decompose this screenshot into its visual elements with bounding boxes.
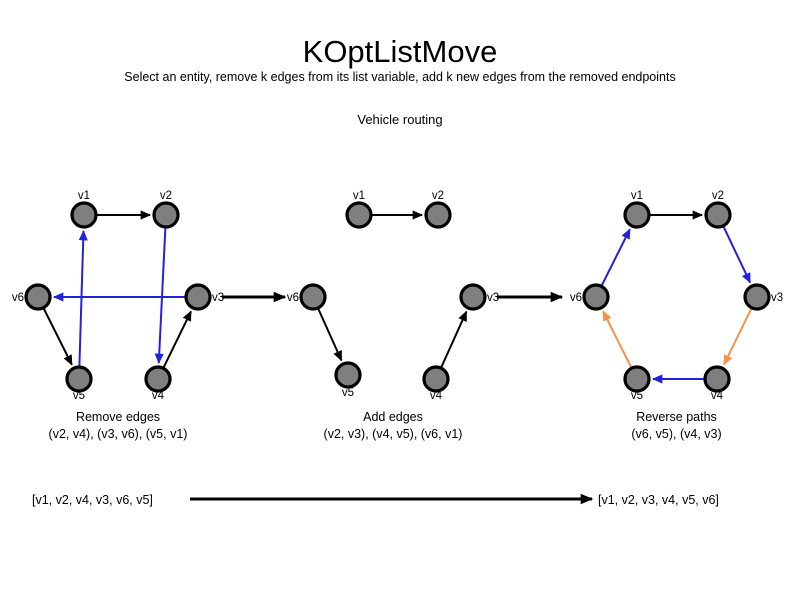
after-list-label: [v1, v2, v3, v4, v5, v6] [598, 493, 719, 507]
panel-remove-edge-v4-v3 [162, 310, 192, 368]
panel-reverse-node-v6[interactable]: v6 [570, 283, 610, 311]
panel-reverse-node-v5[interactable]: v5 [623, 365, 651, 402]
node-label-v2: v2 [160, 190, 172, 202]
panel-add-node-v5[interactable]: v5 [334, 361, 362, 399]
node-circle-v4[interactable] [703, 365, 731, 393]
node-circle-v3[interactable] [743, 283, 771, 311]
node-label-v3: v3 [212, 292, 224, 304]
node-circle-v6[interactable] [299, 283, 327, 311]
panel-remove-edge-v5-v1 [78, 229, 88, 367]
node-circle-v6[interactable] [24, 283, 52, 311]
panel-add-node-v4[interactable]: v4 [422, 365, 450, 402]
panel-add-node-v6[interactable]: v6 [287, 283, 327, 311]
node-label-v2: v2 [712, 190, 724, 202]
panel-reverse-caption-edges: (v6, v5), (v4, v3) [631, 427, 721, 441]
node-circle-v4[interactable] [422, 365, 450, 393]
node-circle-v3[interactable] [184, 283, 212, 311]
panel-remove-node-v3[interactable]: v3 [184, 283, 224, 311]
panel-reverse-node-v3[interactable]: v3 [743, 283, 783, 311]
node-circle-v1[interactable] [70, 201, 98, 229]
panel-remove-node-v5[interactable]: v5 [65, 365, 93, 402]
panel-add-node-v3[interactable]: v3 [459, 283, 499, 311]
panel-reverse-edge-v3-v4 [723, 308, 753, 366]
node-circle-v2[interactable] [704, 201, 732, 229]
node-circle-v5[interactable] [334, 361, 362, 389]
node-label-v6: v6 [287, 292, 299, 304]
node-label-v1: v1 [353, 190, 365, 202]
panel-reverse-caption-title: Reverse paths [636, 410, 717, 424]
node-label-v5: v5 [342, 387, 354, 399]
before-list-label: [v1, v2, v4, v3, v6, v5] [32, 493, 153, 507]
panel-remove-node-v6[interactable]: v6 [12, 283, 52, 311]
panel-add-edge-v4-v3 [440, 310, 468, 368]
node-circle-v2[interactable] [424, 201, 452, 229]
panel-reverse-node-v4[interactable]: v4 [703, 365, 731, 402]
node-label-v1: v1 [78, 190, 90, 202]
node-circle-v1[interactable] [623, 201, 651, 229]
panel-reverse-node-v2[interactable]: v2 [704, 190, 732, 229]
panel-add-caption-title: Add edges [363, 410, 423, 424]
node-circle-v6[interactable] [582, 283, 610, 311]
panel-remove-edge-v2-v4 [154, 227, 167, 365]
node-label-v4: v4 [711, 390, 724, 402]
node-label-v3: v3 [771, 292, 783, 304]
panel-reverse-edge-v6-v1 [600, 228, 631, 286]
panel-remove-caption-title: Remove edges [76, 410, 160, 424]
node-label-v4: v4 [152, 390, 165, 402]
panel-reverse-edge-v5-v6 [602, 310, 633, 368]
panel-reverse-edge-v2-v3 [722, 226, 752, 284]
page-subtitle: Select an entity, remove k edges from it… [124, 70, 675, 84]
node-circle-v3[interactable] [459, 283, 487, 311]
node-label-v1: v1 [631, 190, 643, 202]
edge-layer [42, 210, 753, 384]
node-layer: v1 v2 v3 v4 v5 v6 v1 v2 v3 v4 v5 v6 v1 v2 v3 v4 v5 v6 [12, 190, 783, 402]
panel-remove-node-v4[interactable]: v4 [144, 365, 172, 402]
panel-remove-caption-edges: (v2, v4), (v3, v6), (v5, v1) [49, 427, 188, 441]
node-label-v2: v2 [432, 190, 444, 202]
panel-remove-edge-v6-v5 [42, 308, 73, 366]
node-label-v5: v5 [631, 390, 643, 402]
node-circle-v5[interactable] [623, 365, 651, 393]
panel-add-node-v1[interactable]: v1 [345, 190, 373, 229]
panel-add-caption-edges: (v2, v3), (v4, v5), (v6, v1) [324, 427, 463, 441]
node-circle-v5[interactable] [65, 365, 93, 393]
node-label-v6: v6 [12, 292, 24, 304]
panel-reverse-node-v1[interactable]: v1 [623, 190, 651, 229]
panel-remove-node-v2[interactable]: v2 [152, 190, 180, 229]
node-label-v6: v6 [570, 292, 582, 304]
section-heading: Vehicle routing [357, 112, 442, 127]
node-label-v4: v4 [430, 390, 443, 402]
node-label-v5: v5 [73, 390, 85, 402]
node-circle-v2[interactable] [152, 201, 180, 229]
page-title: KOptListMove [303, 34, 498, 69]
node-circle-v1[interactable] [345, 201, 373, 229]
node-label-v3: v3 [487, 292, 499, 304]
caption-layer: Remove edges (v2, v4), (v3, v6), (v5, v1)… [49, 410, 722, 441]
panel-add-edge-v6-v5 [317, 308, 343, 362]
node-circle-v4[interactable] [144, 365, 172, 393]
panel-remove-node-v1[interactable]: v1 [70, 190, 98, 229]
panel-add-node-v2[interactable]: v2 [424, 190, 452, 229]
